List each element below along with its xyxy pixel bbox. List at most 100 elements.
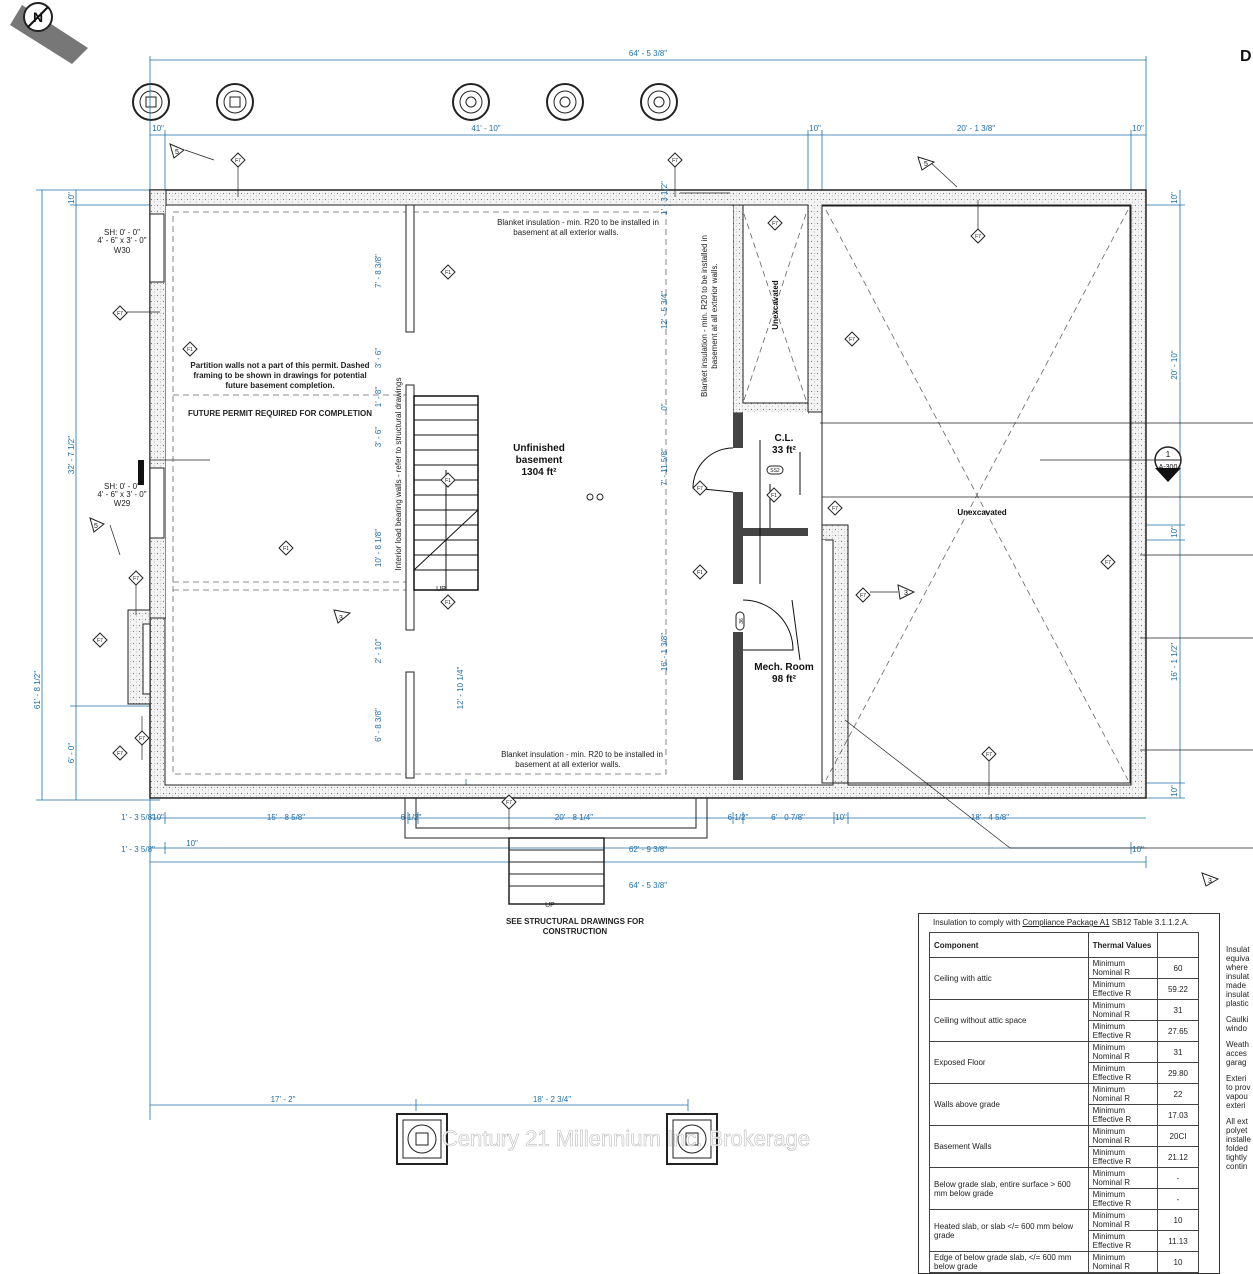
dim-mid-v5: 16' - 1 3/8" (660, 633, 669, 671)
col-component: Component (929, 932, 1089, 958)
sheet-title-letter: D (1240, 48, 1252, 65)
section-marker: 1 A-300 (1154, 446, 1182, 482)
nominal-label-cell: Minimum Nominal R (1087, 1167, 1159, 1189)
dim-left-a: 10" (67, 192, 76, 204)
note-partition-2: framing to be shown in drawings for pote… (193, 371, 366, 380)
room-mech-area: 98 ft² (772, 674, 797, 685)
dim-bottom2-b: 10" (186, 839, 198, 848)
drain-icon (596, 493, 604, 501)
nominal-value-cell: 31 (1157, 999, 1199, 1021)
svg-text:F7: F7 (117, 311, 123, 317)
window-1-sill: SH: 0' - 0" (104, 228, 140, 237)
dim-mid-v1: 1' - 3 1/2" (660, 181, 669, 215)
side-note-line: garag (1226, 1058, 1247, 1067)
effective-label-cell: Minimum Effective R (1087, 1146, 1159, 1168)
svg-text:F7: F7 (986, 752, 992, 758)
dim-bottom2-c: 62' - 9 3/8" (629, 845, 667, 854)
nominal-value-cell: 10 (1157, 1251, 1199, 1273)
dim-top-b: 41' - 10" (471, 124, 500, 133)
side-note-line: equiva (1226, 954, 1250, 963)
bottom-pier-icons (396, 1113, 718, 1165)
side-note-line: made (1226, 981, 1247, 990)
table-row: Edge of below grade slab, </= 600 mm bel… (929, 1251, 1199, 1273)
compliance-package-link[interactable]: Compliance Package A1 (1022, 918, 1110, 927)
svg-text:F1: F1 (771, 493, 777, 499)
drain-icon (586, 493, 594, 501)
nominal-label-cell: Minimum Nominal R (1087, 957, 1159, 979)
room-unexcavated-small: Unexcavated (771, 280, 780, 329)
side-note-line: contin (1226, 1162, 1248, 1171)
room-basement-area: 1304 ft² (521, 467, 557, 478)
dim-mid-v3: 0" (660, 403, 669, 410)
dim-bottom-c: 15' - 8 5/8" (267, 813, 305, 822)
note-future-permit: FUTURE PERMIT REQUIRED FOR COMPLETION (188, 409, 372, 418)
svg-text:F1: F1 (445, 600, 451, 606)
dim-bottom-f: 6 1/2" (728, 813, 749, 822)
effective-value-cell: 11.13 (1157, 1230, 1199, 1252)
dim-interior-v6: 2' - 10" (374, 638, 383, 663)
effective-value-cell: - (1157, 1188, 1199, 1210)
svg-text:F1: F1 (187, 347, 193, 353)
side-note-line: where (1226, 963, 1248, 972)
dim-left-overall: 61' - 8 1/2" (33, 671, 42, 709)
basement-floor (166, 206, 733, 779)
dashed-partitions (172, 209, 1129, 781)
column-pier-icons (132, 83, 678, 121)
nominal-value-cell: 20CI (1157, 1125, 1199, 1147)
dim-interior-v2: 3' - 6" (374, 348, 383, 369)
window-1-tag: W30 (114, 246, 131, 255)
svg-text:3: 3 (339, 615, 343, 622)
section-number: 1 (1166, 450, 1171, 459)
room-basement-name-2: basement (516, 455, 563, 466)
dim-interior-v7: 6' - 8 3/8" (374, 708, 383, 742)
svg-text:F7: F7 (133, 576, 139, 582)
insulation-table: Insulation to comply with Compliance Pac… (918, 913, 1220, 1274)
svg-text:F7: F7 (117, 751, 123, 757)
room-cl-area: 33 ft² (772, 445, 797, 456)
component-cell: Ceiling without attic space (929, 999, 1089, 1042)
svg-text:3: 3 (904, 590, 908, 597)
svg-text:F7: F7 (506, 800, 512, 806)
side-note-line: insulat (1226, 990, 1250, 999)
dim-top-d: 20' - 1 3/8" (957, 124, 995, 133)
component-cell: Ceiling with attic (929, 957, 1089, 1000)
mech-room-walls (733, 413, 808, 780)
nominal-value-cell: 10 (1157, 1209, 1199, 1231)
nominal-label-cell: Minimum Nominal R (1087, 1251, 1159, 1273)
dim-interior-v4: 3' - 6" (374, 427, 383, 448)
dim-bottom-a: 1' - 3 5/8" (121, 813, 155, 822)
svg-text:F7: F7 (672, 158, 678, 164)
note-partition-3: future basement completion. (225, 381, 334, 390)
insulation-grid: Component Thermal Values Ceiling with at… (929, 932, 1199, 1273)
dim-right-d: 16' - 1 1/2" (1170, 643, 1179, 681)
window-2-tag: W29 (114, 499, 131, 508)
nominal-label-cell: Minimum Nominal R (1087, 1083, 1159, 1105)
note-up-2: UP (545, 902, 555, 909)
component-cell: Basement Walls (929, 1125, 1089, 1168)
insulation-intro-text: Insulation to comply with (933, 918, 1023, 927)
note-insulation-bottom-2: basement at all exterior walls. (515, 760, 620, 769)
dim-top-a: 10" (152, 124, 164, 133)
side-note-line: Insulat (1226, 945, 1250, 954)
effective-value-cell: 27.65 (1157, 1020, 1199, 1042)
tag-mech: 36 (739, 618, 745, 624)
dim-interior-v8: 12' - 10 1/4" (456, 667, 465, 710)
room-basement-name-1: Unfinished (513, 443, 565, 454)
side-note-line: All ext (1226, 1117, 1248, 1126)
side-note-line: plastic (1226, 999, 1249, 1008)
tag-markers (92, 152, 1116, 810)
room-mech-name: Mech. Room (754, 662, 814, 673)
effective-label-cell: Minimum Effective R (1087, 1062, 1159, 1084)
dim-bottom-i: 18' - 4 5/8" (971, 813, 1009, 822)
side-note-line: windo (1226, 1024, 1247, 1033)
component-cell: Edge of below grade slab, </= 600 mm bel… (929, 1251, 1089, 1273)
dim-interior-v3: 1' - 8" (374, 387, 383, 408)
window-2-sill: SH: 0' - 0" (104, 482, 140, 491)
dim-right-e: 10" (1170, 785, 1179, 797)
